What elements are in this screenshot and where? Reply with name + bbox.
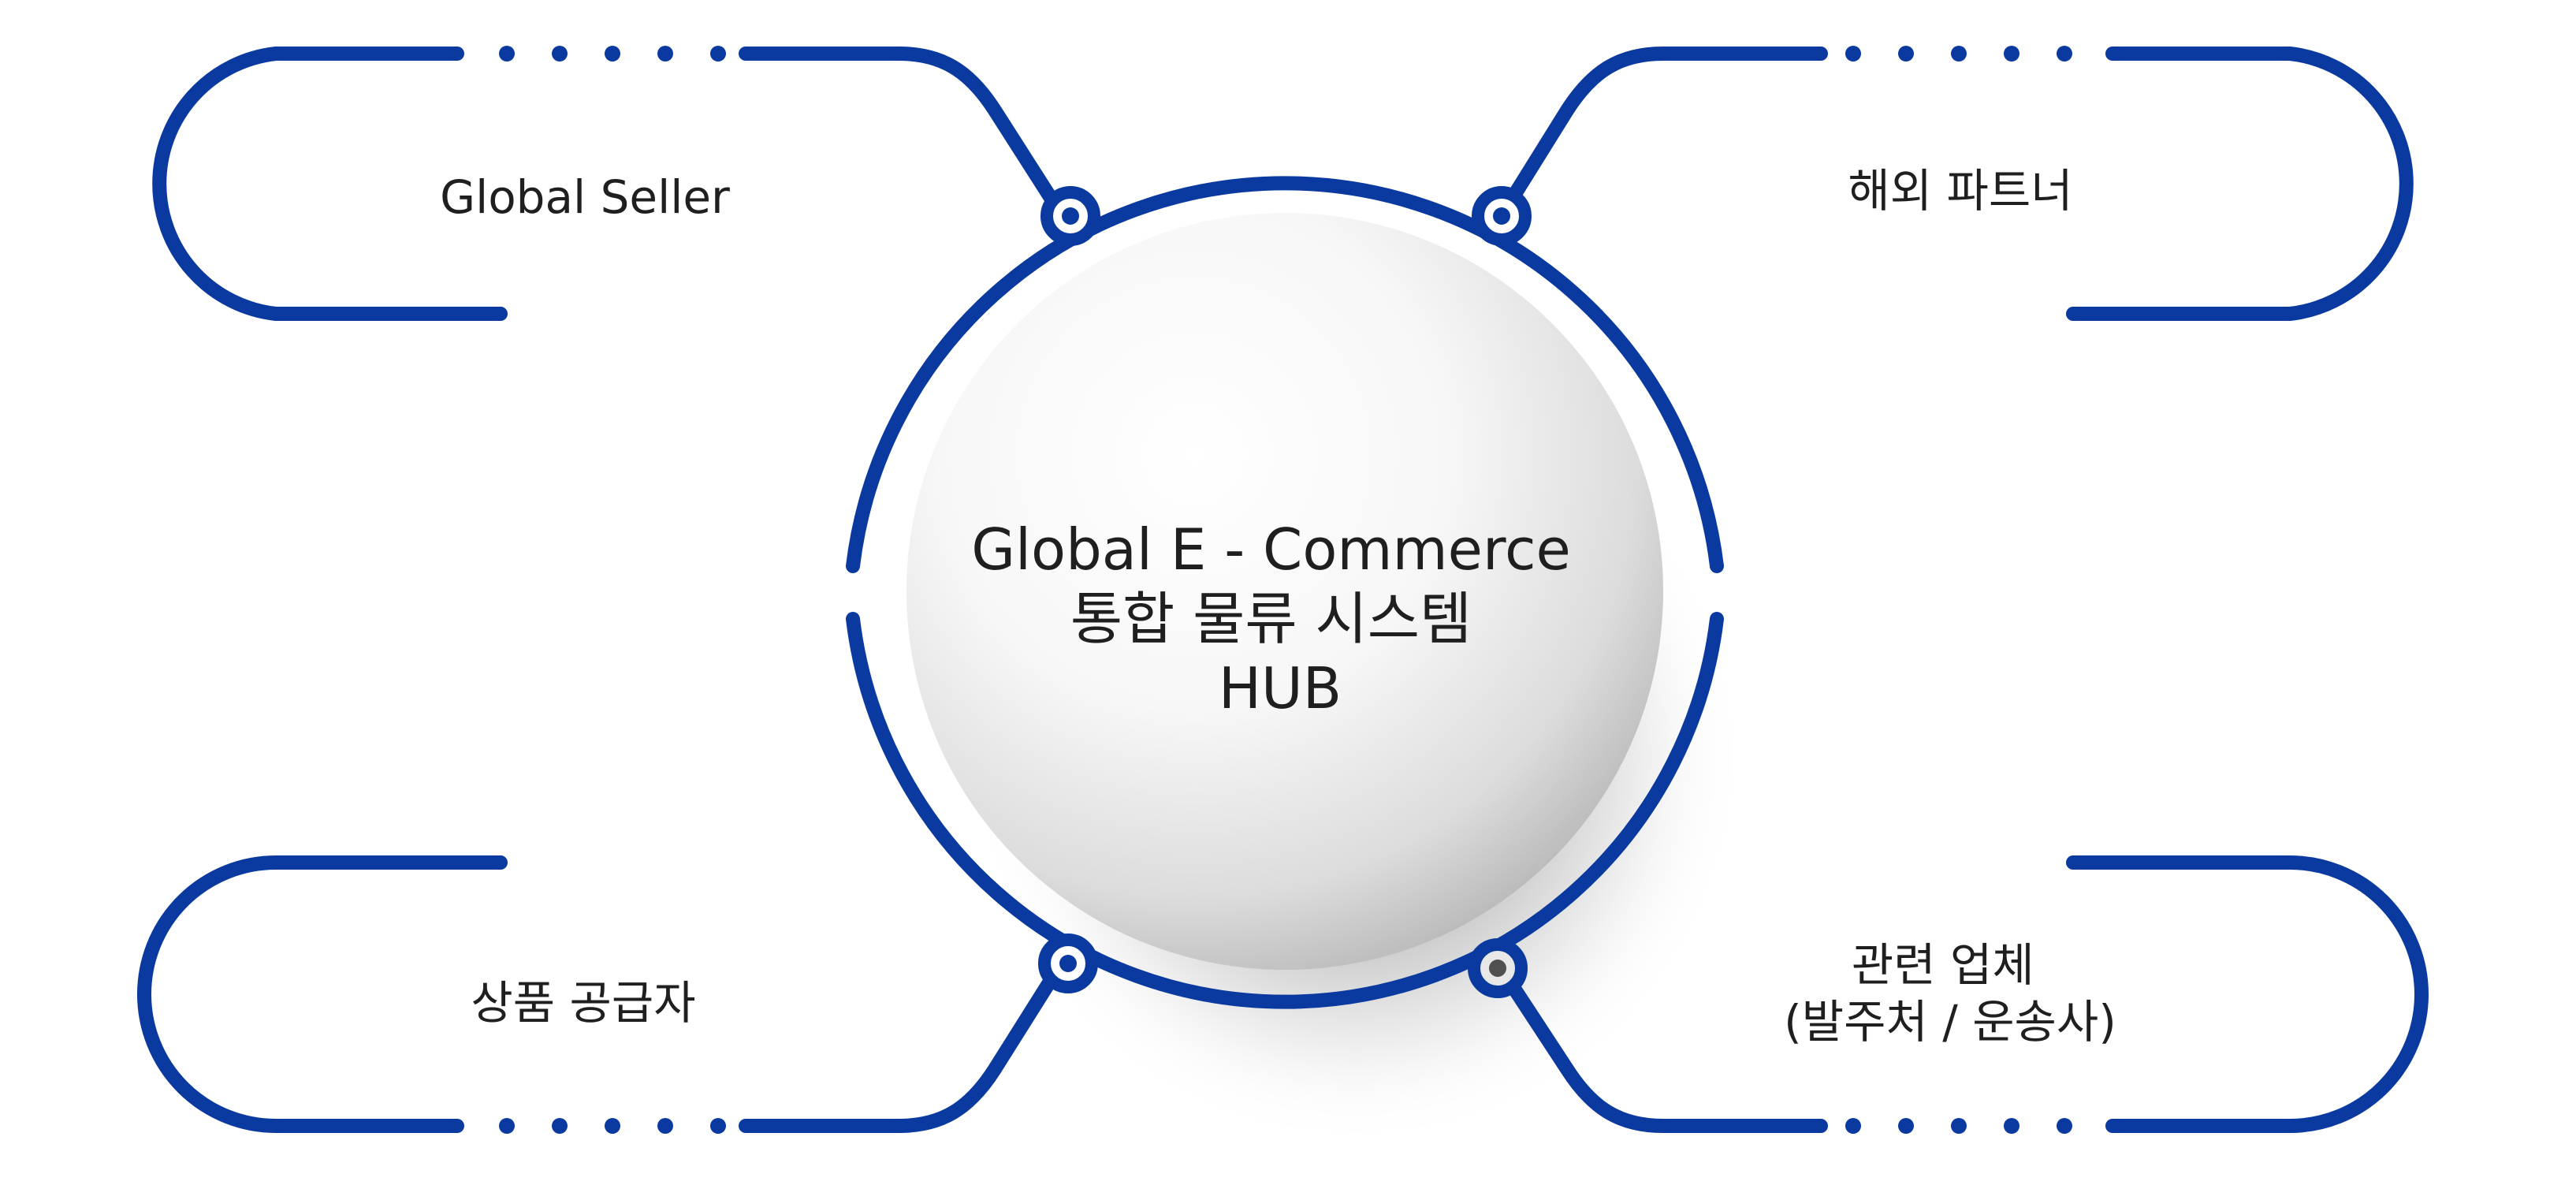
node-bottom-right-connector [1497,966,1828,1133]
node-label-line: 상품 공급자 [471,976,695,1030]
hub-title: Global E - Commerce 통합 물류 시스템 HUB [971,516,1589,721]
node-top-right [1500,46,2414,321]
node-top-right-connector [1500,47,1828,214]
hub-title-line: HUB [1219,655,1342,721]
node-bottom-right [1497,855,2429,1134]
node-bottom-right-frame [2066,855,2429,1133]
node-top-left [152,46,1063,321]
node-bottom-left-connector [739,964,1063,1133]
node-bottom-left [137,855,1063,1134]
node-bottom-left-label: 상품 공급자 [471,976,695,1030]
ring-dot-icon [1472,186,1532,246]
node-label-line: 관련 업체 [1852,938,2034,992]
node-top-right-dots [1845,46,2072,61]
hub-sphere [906,213,1663,970]
ring-dot-icon [1038,934,1098,993]
node-top-right-label: 해외 파트너 [1848,164,2072,218]
node-bottom-left-frame [137,855,508,1133]
node-label-line: Global Seller [440,170,730,224]
node-bottom-right-label: 관련 업체 (발주처 / 운송사) [1784,938,2116,1049]
node-top-left-dots [499,46,726,61]
node-top-left-frame [152,47,508,321]
node-top-left-connector [739,47,1063,214]
node-top-left-label: Global Seller [440,170,730,224]
node-label-line: 해외 파트너 [1848,164,2072,218]
node-bottom-left-dots [499,1118,726,1134]
node-label-line: (발주처 / 운송사) [1784,995,2116,1049]
hub-ring [846,176,1724,1009]
node-bottom-right-dots [1845,1118,2072,1134]
hub-title-line: Global E - Commerce [971,516,1571,583]
ring-dot-icon [1040,186,1100,246]
hub-ring-lower-arc [846,612,1724,1009]
ring-dot-icon [1468,938,1528,998]
hub-title-line: 통합 물류 시스템 [1070,586,1472,652]
hub-ring-upper-arc [846,176,1724,573]
node-top-right-frame [2066,47,2414,321]
